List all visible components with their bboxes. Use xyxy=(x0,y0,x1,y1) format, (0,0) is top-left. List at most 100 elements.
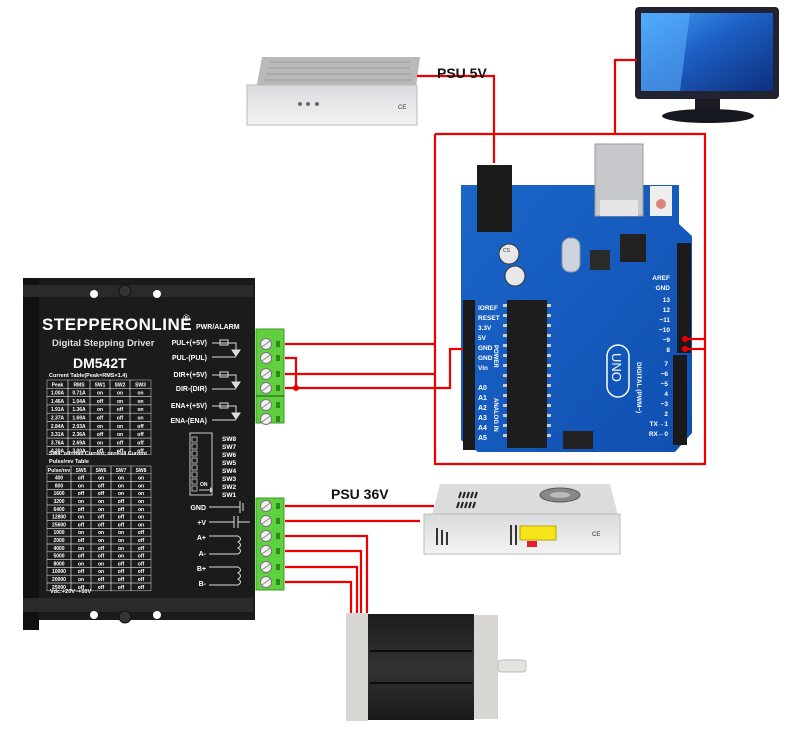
table-cell-text: off xyxy=(138,546,145,552)
table-cell-text: off xyxy=(98,483,105,489)
switch-label: SW6 xyxy=(222,452,236,459)
terminal-pin xyxy=(276,402,280,408)
pin-label: 12 xyxy=(663,307,671,314)
table-cell-text: on xyxy=(78,561,84,567)
table-cell-text: 4000 xyxy=(53,546,64,552)
driver-subtitle: Digital Stepping Driver xyxy=(52,338,155,349)
table-cell-text: 5000 xyxy=(53,554,64,560)
table-cell-text: on xyxy=(138,507,144,513)
table-cell-text: on xyxy=(118,530,124,536)
pin8-connection-dot xyxy=(682,346,688,352)
table-cell-text: off xyxy=(137,432,144,438)
power-section-label: POWER xyxy=(492,345,498,368)
table-cell-text: on xyxy=(78,546,84,552)
table-cell-text: SW8 xyxy=(136,468,147,474)
terminal-pin xyxy=(276,548,280,554)
uno-logo: UNO xyxy=(609,353,624,382)
table-cell-text: off xyxy=(118,499,125,505)
table-cell-text: RMS xyxy=(73,382,85,388)
pin-label: TX→1 xyxy=(650,421,669,428)
table-cell-text: on xyxy=(137,399,143,405)
pin-label: GND xyxy=(656,285,671,292)
pin-label: A2 xyxy=(478,405,487,412)
wire-dir-minus-gnd xyxy=(285,347,463,390)
table-cell-text: off xyxy=(98,577,105,583)
table-cell-text: on xyxy=(78,515,84,521)
driver-brand: STEPPERONLINE xyxy=(42,315,192,334)
table-cell-text: 800 xyxy=(55,483,64,489)
psu-5v-device: CE xyxy=(246,57,420,126)
table-cell-text: on xyxy=(98,538,104,544)
table-cell-text: on xyxy=(78,530,84,536)
terminal-pin xyxy=(276,579,280,585)
table-cell-text: off xyxy=(98,585,105,591)
table-cell-text: on xyxy=(118,483,124,489)
table-cell-text: off xyxy=(118,515,125,521)
table-cell-text: off xyxy=(137,440,144,446)
table-cell-text: off xyxy=(98,554,105,560)
analog-section-label: ANALOG IN xyxy=(492,398,498,432)
terminal-pin xyxy=(276,533,280,539)
wire-b-plus xyxy=(285,565,359,613)
table-cell-text: off xyxy=(118,522,125,528)
pin-label: 4 xyxy=(664,391,668,398)
pin-label: 8 xyxy=(666,347,670,354)
table-cell-text: off xyxy=(98,522,105,528)
table-cell-text: on xyxy=(98,499,104,505)
pin-label: 5V xyxy=(478,335,487,342)
arduino-analog-pin-labels: A0 A1 A2 A3 A4 A5 xyxy=(478,385,487,442)
table-cell-text: SW7 xyxy=(116,468,127,474)
power-pin-label: A- xyxy=(199,551,207,558)
table-cell-text: off xyxy=(78,476,85,482)
table-cell-text: 20000 xyxy=(52,577,66,583)
table-cell-text: on xyxy=(78,483,84,489)
table-cell-text: SW2 xyxy=(115,382,126,388)
table-cell-text: 2.69A xyxy=(72,440,86,446)
table-cell-text: off xyxy=(98,546,105,552)
switch-label: SW2 xyxy=(222,484,236,491)
table-cell-text: 8000 xyxy=(53,561,64,567)
terminal-pin xyxy=(276,371,280,377)
switch-label: SW7 xyxy=(222,444,236,451)
table-cell-text: off xyxy=(97,432,104,438)
table-cell-text: off xyxy=(97,416,104,422)
table-cell-text: on xyxy=(98,561,104,567)
dip-switch-labels: SW8 SW7 SW6 SW5 SW4 SW3 SW2 SW1 ON xyxy=(200,436,236,499)
table-cell-text: 400 xyxy=(55,476,64,482)
psu-5v-label: PSU 5V xyxy=(437,65,487,81)
wire-usb-frame xyxy=(433,132,707,466)
screw-slot xyxy=(261,517,271,525)
table-cell-text: SW5 xyxy=(76,468,87,474)
switch-label: SW5 xyxy=(222,460,236,467)
monitor-device xyxy=(635,7,779,123)
table-cell-text: on xyxy=(98,476,104,482)
table-cell-text: off xyxy=(78,522,85,528)
table-cell-text: on xyxy=(138,476,144,482)
table-cell-text: 25000 xyxy=(52,585,66,591)
table-cell-text: off xyxy=(137,449,144,455)
table-cell-text: 1.36A xyxy=(72,407,86,413)
table-cell-text: off xyxy=(97,399,104,405)
table-cell-text: on xyxy=(98,507,104,513)
pulse-table-title: Pulse/rev Table xyxy=(49,459,89,465)
table-cell-text: off xyxy=(118,569,125,575)
pin-label: A0 xyxy=(478,385,487,392)
table-cell-text: off xyxy=(78,538,85,544)
table-cell-text: off xyxy=(117,416,124,422)
driver-voltage: Vdc:+20V~+50V xyxy=(50,589,91,595)
table-cell-text: off xyxy=(98,515,105,521)
signal-label: ENA-(ENA) xyxy=(170,418,207,425)
table-cell-text: on xyxy=(138,522,144,528)
stepper-motor-device xyxy=(346,613,527,721)
table-cell-text: on xyxy=(138,499,144,505)
wire-monitor xyxy=(613,58,637,134)
table-cell-text: 1.69A xyxy=(72,416,86,422)
switch-label: SW4 xyxy=(222,468,236,475)
psu-36v-label: PSU 36V xyxy=(331,486,389,502)
digital-section-label: DIGITAL (PWM~) xyxy=(635,362,642,413)
